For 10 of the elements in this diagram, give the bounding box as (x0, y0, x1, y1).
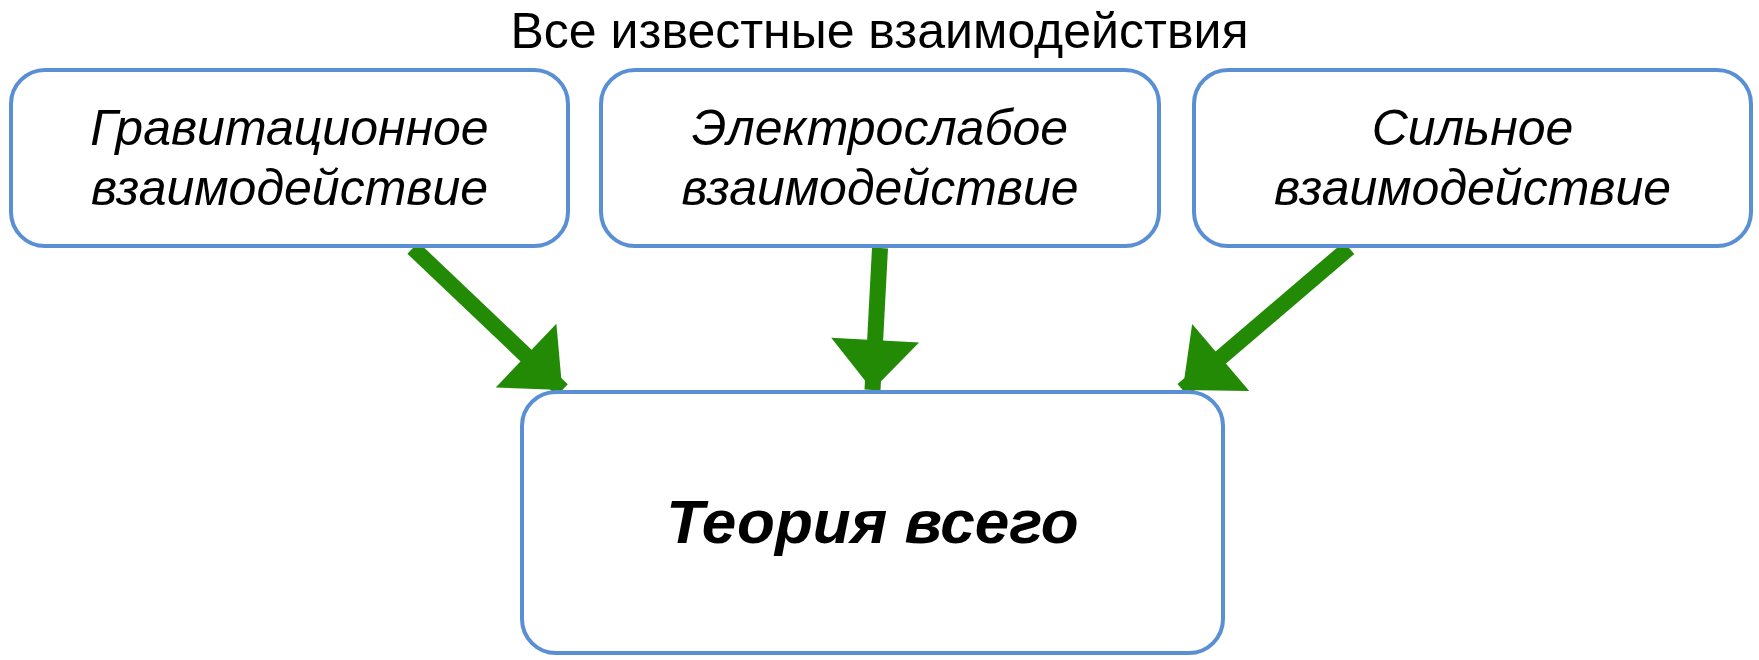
box-label: Сильное взаимодействие (1273, 99, 1672, 218)
process-box (599, 68, 1161, 248)
title: Все известные взаимодействия (510, 3, 1249, 59)
box-label: Теория всего (666, 486, 1079, 559)
process-box (1192, 68, 1753, 248)
box-label: Гравитационное взаимодействие (89, 99, 490, 218)
result-box (520, 390, 1225, 655)
box-label: Электрослабое взаимодействие (680, 99, 1080, 218)
process-box (9, 68, 570, 248)
arrow (831, 247, 920, 391)
